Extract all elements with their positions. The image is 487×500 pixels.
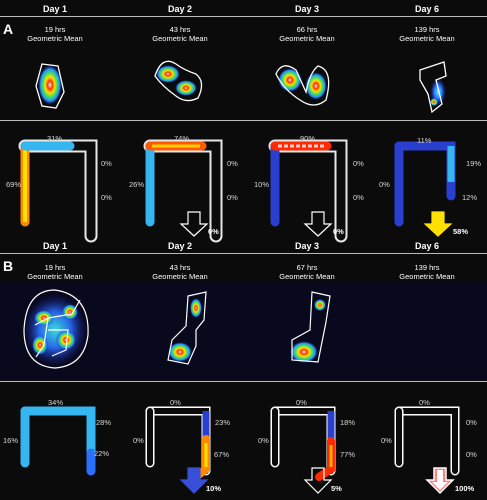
day-label: Day 3 xyxy=(294,4,320,14)
pct-descending: 0% xyxy=(101,159,112,168)
pct-rectosigmoid: 67% xyxy=(214,450,230,459)
hours-label: 19 hrs xyxy=(44,25,66,34)
hours-label: 139 hrs xyxy=(414,263,440,272)
pct-rectosigmoid: 0% xyxy=(101,193,112,202)
colon-schematic xyxy=(394,406,460,476)
excreted-pct: 10% xyxy=(206,484,222,493)
hours-label: 43 hrs xyxy=(169,263,191,272)
geometric-mean-label: Geometric Mean xyxy=(399,34,455,43)
day-label: Day 1 xyxy=(42,241,68,251)
pct-descending: 23% xyxy=(215,418,231,427)
excreted-pct: 58% xyxy=(453,227,469,236)
pct-ascending: 69% xyxy=(6,180,22,189)
pct-transverse: 34% xyxy=(48,398,64,407)
hours-label: 139 hrs xyxy=(414,25,440,34)
pct-transverse: 0% xyxy=(419,398,430,407)
pct-descending: 19% xyxy=(466,159,482,168)
hours-label: 43 hrs xyxy=(169,25,191,34)
hours-label: 67 hrs xyxy=(296,263,318,272)
pct-transverse: 0% xyxy=(170,398,181,407)
pct-transverse: 11% xyxy=(417,136,432,145)
pct-ascending: 0% xyxy=(381,436,392,445)
excreted-pct: 100% xyxy=(455,484,475,493)
colon-schematic xyxy=(268,139,348,243)
hours-label: 19 hrs xyxy=(44,263,66,272)
geometric-mean-label: Geometric Mean xyxy=(27,272,83,281)
excreted-pct: 0% xyxy=(208,227,219,236)
colon-schematic xyxy=(394,141,456,227)
panel-label-a: A xyxy=(3,21,14,37)
pct-transverse: 31% xyxy=(47,134,63,143)
colon-schematic xyxy=(143,139,223,243)
pct-descending: 28% xyxy=(96,418,112,427)
colon-schematic xyxy=(145,406,211,481)
pct-ascending: 16% xyxy=(3,436,19,445)
day-label: Day 1 xyxy=(42,4,68,14)
geometric-mean-label: Geometric Mean xyxy=(152,272,208,281)
pct-descending: 0% xyxy=(466,418,477,427)
pct-ascending: 0% xyxy=(379,180,390,189)
panel-label-b: B xyxy=(3,258,14,274)
divider xyxy=(0,120,487,121)
pct-transverse: 90% xyxy=(300,134,316,143)
hours-label: 66 hrs xyxy=(296,25,318,34)
colon-schematic xyxy=(270,406,336,481)
colon-schematic xyxy=(18,139,98,243)
pct-ascending: 0% xyxy=(258,436,269,445)
geometric-mean-label: Geometric Mean xyxy=(279,272,335,281)
pct-ascending: 0% xyxy=(133,436,144,445)
pct-rectosigmoid: 12% xyxy=(462,193,478,202)
pct-ascending: 10% xyxy=(254,180,270,189)
geometric-mean-label: Geometric Mean xyxy=(279,34,335,43)
divider xyxy=(0,381,487,382)
pct-descending: 18% xyxy=(340,418,356,427)
day-label: Day 6 xyxy=(414,4,440,14)
pct-rectosigmoid: 22% xyxy=(94,449,110,458)
excreted-pct: 5% xyxy=(331,484,342,493)
geometric-mean-label: Geometric Mean xyxy=(27,34,83,43)
geometric-mean-label: Geometric Mean xyxy=(399,272,455,281)
pct-rectosigmoid: 0% xyxy=(353,193,364,202)
pct-descending: 0% xyxy=(227,159,238,168)
divider xyxy=(0,253,487,254)
excreted-pct: 0% xyxy=(333,227,344,236)
day-label: Day 2 xyxy=(167,4,193,14)
pct-ascending: 26% xyxy=(129,180,145,189)
day-label: Day 6 xyxy=(414,241,440,251)
pct-transverse: 0% xyxy=(296,398,307,407)
pct-transverse: 74% xyxy=(174,134,190,143)
pct-descending: 0% xyxy=(353,159,364,168)
pct-rectosigmoid: 0% xyxy=(227,193,238,202)
pct-rectosigmoid: 0% xyxy=(466,450,477,459)
colon-schematic xyxy=(20,406,96,476)
day-label: Day 2 xyxy=(167,241,193,251)
pct-rectosigmoid: 77% xyxy=(340,450,356,459)
divider xyxy=(0,16,487,17)
day-label: Day 3 xyxy=(294,241,320,251)
geometric-mean-label: Geometric Mean xyxy=(152,34,208,43)
